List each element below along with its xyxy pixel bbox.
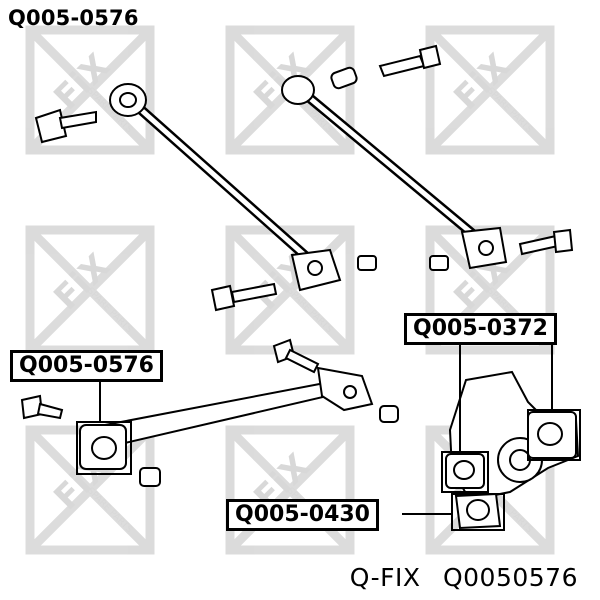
knuckle-assembly	[445, 370, 580, 530]
footer-caption: Q-FIX Q0050576	[336, 563, 578, 592]
upper-lateral-link	[109, 83, 342, 292]
leader-lines	[76, 341, 581, 531]
lower-trailing-arm	[20, 338, 399, 487]
knuckle-mid-highlight	[441, 451, 489, 493]
knuckle-upper-highlight	[527, 409, 581, 461]
watermark-tagline: SPARE PARTS	[85, 286, 134, 335]
watermark-tagline: SPARE PARTS	[485, 86, 534, 135]
watermark-tagline: SPARE PARTS	[285, 286, 334, 335]
upper-link-bolt	[210, 282, 278, 312]
rear-arm-bushing-highlight	[76, 421, 132, 475]
footer-brand: Q-FIX	[349, 563, 421, 592]
adjustable-link	[281, 44, 574, 271]
page-title: Q005-0576	[8, 6, 139, 30]
callout-knuckle-bushing-lower: Q005-0430	[226, 499, 379, 531]
callout-knuckle-bushing-upper: Q005-0372	[404, 313, 557, 345]
knuckle-lower-highlight	[451, 493, 505, 531]
watermark-tagline: SPARE PARTS	[85, 486, 134, 535]
footer-code: Q0050576	[442, 563, 578, 592]
callout-rear-arm-bushing: Q005-0576	[10, 350, 163, 382]
ball-joint-bolt	[34, 108, 97, 144]
